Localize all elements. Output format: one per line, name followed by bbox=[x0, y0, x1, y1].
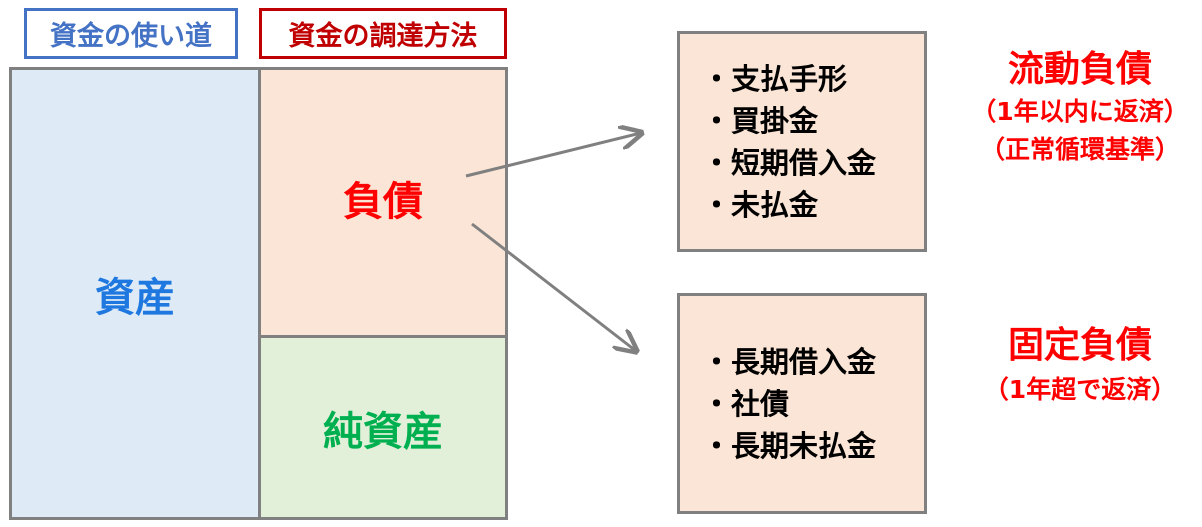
list-item: ・短期借入金 bbox=[702, 145, 877, 180]
current-liabilities-list: ・支払手形 ・買掛金 ・短期借入金 ・未払金 bbox=[677, 31, 927, 252]
list-item: ・長期借入金 bbox=[702, 344, 877, 379]
arrow-to-current bbox=[465, 133, 641, 178]
current-note-2: （正常循環基準） bbox=[979, 135, 1180, 164]
net-assets-label: 純資産 bbox=[323, 408, 443, 455]
arrow-to-fixed bbox=[471, 222, 636, 351]
uses-header: 資金の使い道 bbox=[24, 8, 238, 59]
sources-header: 資金の調達方法 bbox=[259, 8, 507, 59]
list-item: ・買掛金 bbox=[702, 103, 819, 138]
fixed-title: 固定負債 bbox=[1007, 325, 1152, 366]
list-item: ・長期未払金 bbox=[702, 428, 877, 463]
current-note-1: （1年以内に返済） bbox=[971, 97, 1189, 126]
list-item: ・社債 bbox=[702, 386, 790, 421]
assets-block: 資産 bbox=[9, 67, 261, 520]
current-title: 流動負債 bbox=[1007, 49, 1152, 90]
net-assets-block: 純資産 bbox=[258, 335, 508, 520]
list-item: ・未払金 bbox=[702, 187, 819, 222]
fixed-liabilities-list: ・長期借入金 ・社債 ・長期未払金 bbox=[677, 293, 927, 514]
list-item: ・支払手形 bbox=[702, 61, 848, 96]
liabilities-label: 負債 bbox=[343, 178, 423, 225]
liabilities-block: 負債 bbox=[258, 67, 508, 338]
fixed-note-1: （1年超で返済） bbox=[983, 375, 1177, 404]
assets-label: 資産 bbox=[95, 274, 175, 321]
